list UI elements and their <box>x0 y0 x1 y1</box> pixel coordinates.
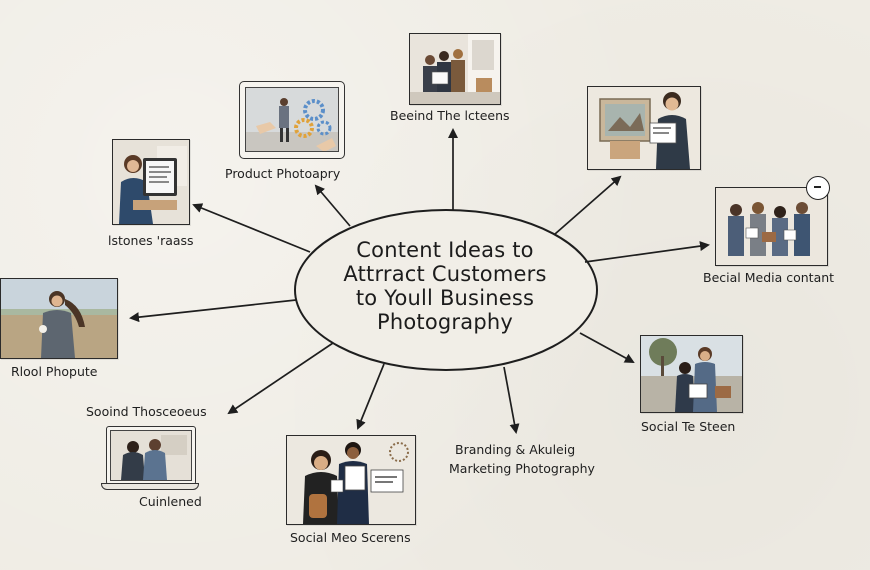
center-ellipse <box>294 209 598 371</box>
arrow-reel <box>129 299 297 323</box>
laptop-photo-image <box>111 431 191 480</box>
arrow-social-meo <box>356 363 385 430</box>
center-title-line-1: Content Ideas to <box>356 238 534 262</box>
label-branding-line-2: Marketing Photography <box>449 461 595 476</box>
top-right-photo <box>587 86 701 170</box>
arrow-social-thoseqeus <box>227 342 334 415</box>
label-branding-line-1: Branding & Akuleig <box>455 442 576 457</box>
label-social-thoseqeus: Sooind Thosceoeus <box>86 404 207 419</box>
label-social-steen: Social Te Steen <box>641 419 736 434</box>
speech-bubble-icon <box>806 176 830 200</box>
label-behind-scenes: Beeind The lcteens <box>390 108 510 123</box>
label-product-photo: Product Photoapry <box>225 166 341 181</box>
label-testimonials: lstones 'raass <box>108 233 194 248</box>
center-title-line-4: Photography <box>376 310 513 334</box>
label-social-media-content: Becial Media contant <box>703 270 835 285</box>
behind-scenes-photo <box>409 33 501 105</box>
label-cuntened: Cuinlened <box>139 494 202 509</box>
center-title-line-3: to Youll Business <box>355 286 535 310</box>
laptop-screen <box>110 430 192 481</box>
reel-photo <box>0 278 118 359</box>
testimonials-photo <box>112 139 190 225</box>
laptop-base <box>101 483 199 490</box>
arrow-social-media-content <box>584 241 710 263</box>
center-title: Content Ideas to Attrract Customers to Y… <box>300 238 590 334</box>
social-steen-photo <box>640 335 743 413</box>
social-media-content-photo <box>715 187 828 266</box>
social-meo-photo <box>286 435 416 525</box>
label-social-meo: Social Meo Scerens <box>290 530 411 545</box>
arrow-testimonials <box>192 203 311 253</box>
arrow-social-steen <box>579 332 635 363</box>
arrow-product-photo <box>314 184 351 227</box>
arrow-branding <box>503 366 520 434</box>
product-photo-image <box>246 88 338 151</box>
product-tablet-device <box>239 81 345 159</box>
label-reel: Rlool Phopute <box>11 364 98 379</box>
laptop-device <box>106 426 196 485</box>
product-tablet-screen <box>245 87 339 152</box>
arrow-top-right-photo <box>554 175 622 235</box>
center-title-line-2: Attrract Customers <box>343 262 547 286</box>
